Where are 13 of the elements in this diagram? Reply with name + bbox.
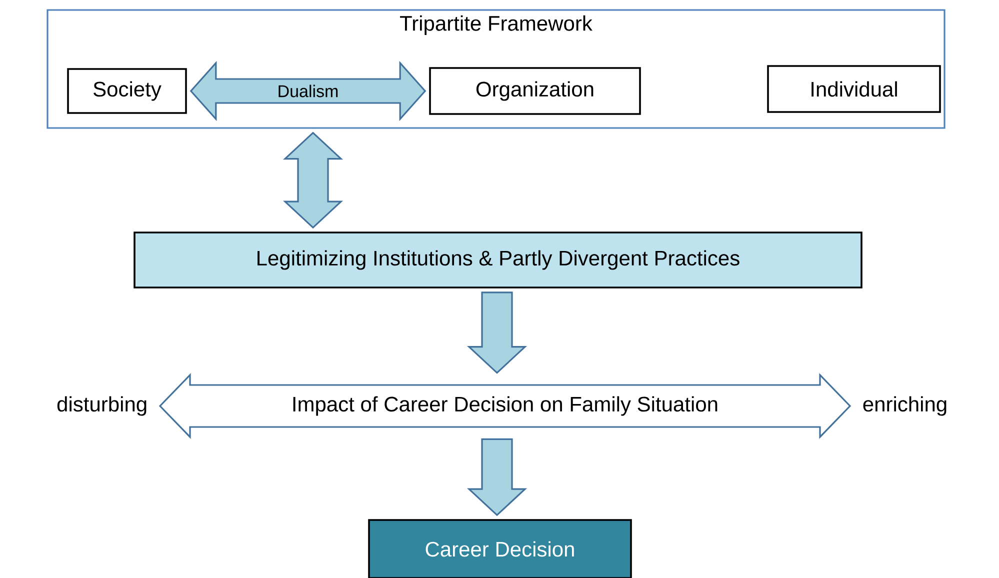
impact-label: Impact of Career Decision on Family Situation [293,396,718,416]
block-arrow [466,292,528,374]
side-label: enriching [863,396,946,416]
outcome-box: Career Decision [368,519,632,578]
concept-box: Organization [429,67,641,115]
process-box: Legitimizing Institutions & Partly Divergent Practices [134,232,862,288]
side-label: disturbing [57,396,146,416]
edge-label: Dualism [276,84,340,98]
concept-box: Individual [767,65,941,113]
block-arrow [282,132,344,229]
block-arrow [466,438,528,516]
box-title: Tripartite Framework [400,15,592,35]
concept-box: Society [67,68,187,114]
